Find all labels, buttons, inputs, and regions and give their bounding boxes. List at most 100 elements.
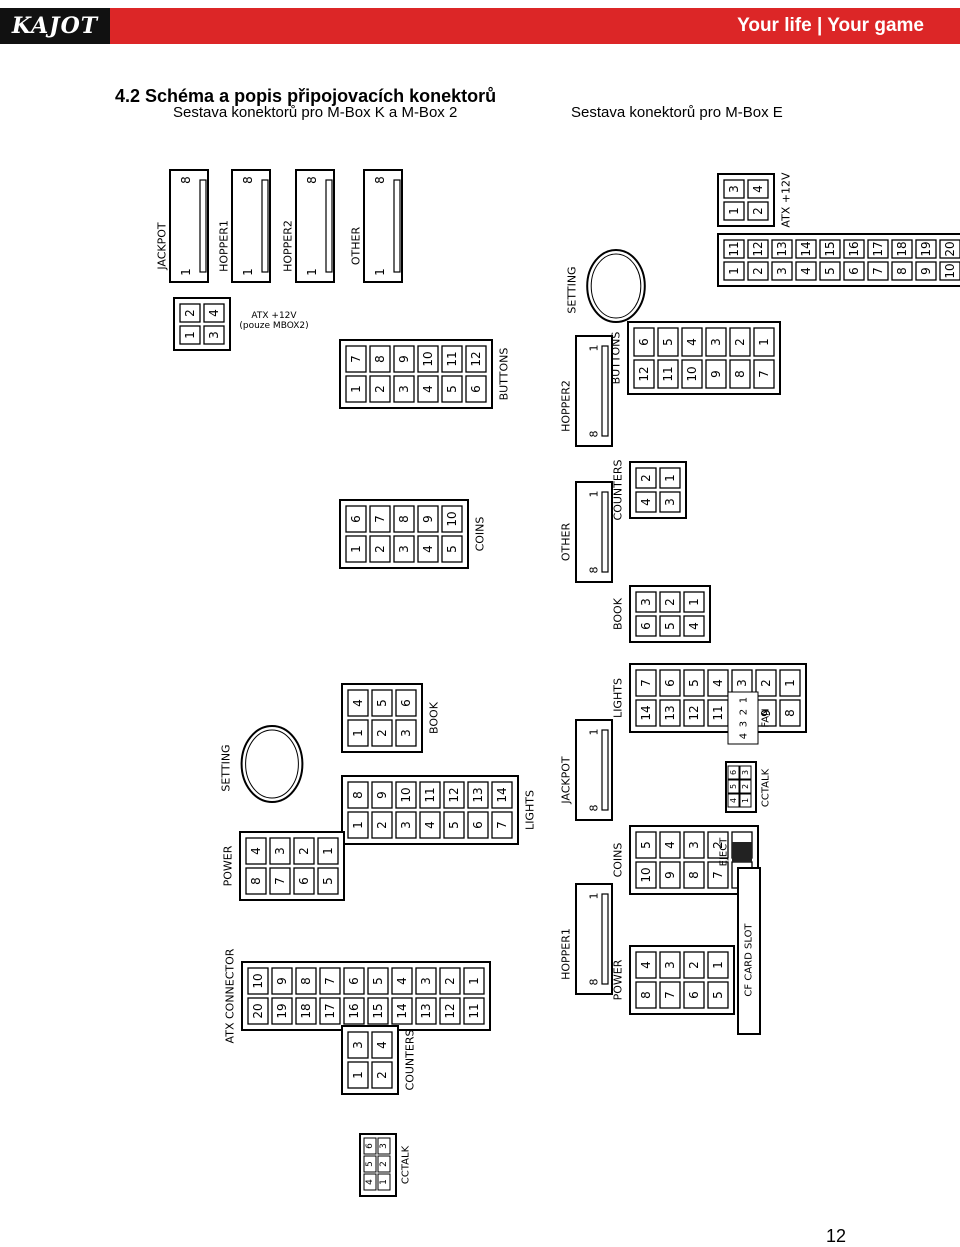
- pin-3: 3: [273, 847, 287, 855]
- pin-7: 7: [663, 991, 677, 999]
- pin-2: 2: [663, 598, 677, 606]
- pin-4: 4: [687, 622, 701, 630]
- pin-6: 6: [365, 1143, 375, 1149]
- pin-2: 2: [741, 784, 750, 789]
- right-atx-connector: 1111221331441551661771881992010ATX CONNE…: [717, 233, 960, 287]
- pin-8: 8: [249, 877, 263, 885]
- pin-14: 14: [495, 787, 509, 802]
- pin-14: 14: [639, 705, 653, 720]
- cf-label: CF CARD SLOT: [744, 923, 755, 997]
- pin-2: 2: [751, 207, 765, 215]
- pin-2: 2: [375, 821, 389, 829]
- pin-4: 4: [799, 267, 813, 275]
- pin-10: 10: [421, 351, 435, 366]
- strip-label: OTHER: [350, 227, 363, 266]
- pin-20: 20: [943, 241, 957, 256]
- pin-1: 1: [351, 821, 365, 829]
- pin-10: 10: [685, 366, 699, 381]
- pin-8: 8: [373, 355, 387, 363]
- pin-6: 6: [469, 385, 483, 393]
- pin-11: 11: [423, 787, 437, 802]
- left-lights-label: LIGHTS: [524, 790, 537, 830]
- pin-9: 9: [663, 871, 677, 879]
- pin-3: 3: [379, 1143, 389, 1149]
- pin-8: 8: [397, 515, 411, 523]
- pin-1: 1: [687, 598, 701, 606]
- pin-2: 2: [687, 961, 701, 969]
- right-other-pin-bottom: 8: [588, 567, 601, 574]
- pin-12: 12: [443, 1003, 457, 1018]
- pin-12: 12: [637, 366, 651, 381]
- atx12v-note: (pouze MBOX2): [239, 321, 308, 331]
- right-jackpot-pin-bottom: 8: [588, 805, 601, 812]
- pin-4: 4: [729, 798, 738, 803]
- pin-2: 2: [375, 729, 389, 737]
- right-hopper2-pin-top: 1: [588, 345, 601, 352]
- left-buttons-label: BUTTONS: [498, 348, 511, 401]
- left-power-label: POWER: [222, 845, 235, 886]
- right-atx12v-label: ATX +12V: [780, 172, 793, 228]
- pin-4: 4: [207, 309, 221, 317]
- pin-7: 7: [639, 679, 653, 687]
- right-setting: SETTING: [566, 249, 646, 323]
- pin-8: 8: [733, 370, 747, 378]
- pin-1: 1: [741, 798, 750, 803]
- pin-3: 3: [397, 385, 411, 393]
- pin-9: 9: [397, 355, 411, 363]
- atx12v-label: ATX +12V: [251, 311, 297, 321]
- pin-6: 6: [639, 622, 653, 630]
- cctalk-label: CCTALK: [761, 768, 772, 807]
- pin-4: 4: [365, 1179, 375, 1185]
- strip-label: HOPPER2: [282, 220, 295, 272]
- pin-7: 7: [757, 370, 771, 378]
- pin-4: 4: [685, 338, 699, 346]
- pin-1: 1: [727, 267, 741, 275]
- pin-1: 1: [241, 268, 255, 276]
- fan-pin-1: 1: [739, 697, 750, 703]
- right-coins-label: COINS: [612, 843, 625, 878]
- right-hopper1-pin-top: 1: [588, 893, 601, 900]
- pin-14: 14: [799, 241, 813, 256]
- left-setting: SETTING: [220, 725, 304, 803]
- pin-5: 5: [661, 338, 675, 346]
- pin-6: 6: [347, 977, 361, 985]
- pin-4: 4: [751, 185, 765, 193]
- pin-5: 5: [687, 679, 701, 687]
- pin-8: 8: [687, 871, 701, 879]
- right-buttons-label: BUTTONS: [610, 332, 623, 385]
- pin-4: 4: [711, 679, 725, 687]
- pin-7: 7: [871, 267, 885, 275]
- right-book-label: BOOK: [612, 597, 625, 630]
- left-coins-label: COINS: [474, 517, 487, 552]
- eject-label: EJECT: [719, 837, 730, 867]
- left-setting-label: SETTING: [220, 744, 233, 791]
- pin-11: 11: [445, 351, 459, 366]
- pin-1: 1: [351, 1071, 365, 1079]
- pin-5: 5: [639, 841, 653, 849]
- pin-3: 3: [351, 1041, 365, 1049]
- pin-6: 6: [687, 991, 701, 999]
- pin-11: 11: [711, 705, 725, 720]
- pin-3: 3: [397, 545, 411, 553]
- right-hopper1-pin-bottom: 8: [588, 979, 601, 986]
- right-cf-card-slot: CF CARD SLOT: [737, 867, 761, 1035]
- pin-4: 4: [639, 498, 653, 506]
- pin-2: 2: [373, 545, 387, 553]
- pin-4: 4: [249, 847, 263, 855]
- subtitle-mbox-e: Sestava konektorů pro M-Box E: [571, 104, 783, 121]
- pin-8: 8: [299, 977, 313, 985]
- pin-1: 1: [349, 385, 363, 393]
- pin-8: 8: [179, 176, 193, 184]
- pin-7: 7: [373, 515, 387, 523]
